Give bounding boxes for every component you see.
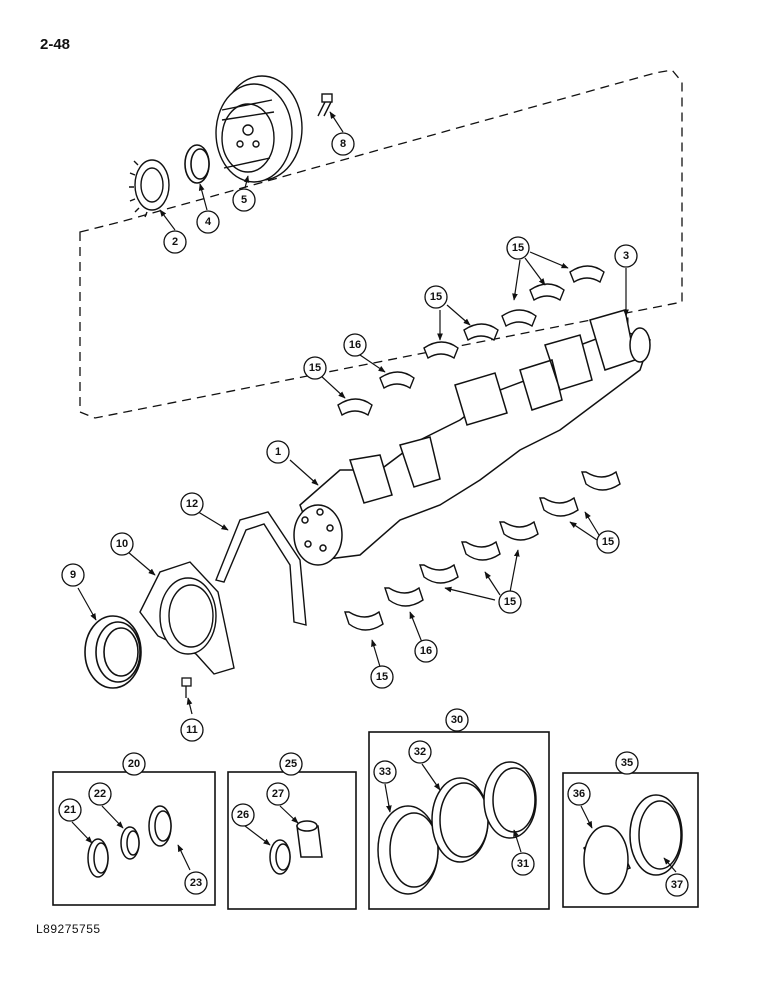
kit-box-25 (227, 771, 357, 910)
callout-15a: 15 (506, 236, 530, 260)
rear-seal-housing (139, 561, 235, 675)
svg-text:36: 36 (573, 788, 585, 800)
callout-25: 25 (279, 752, 303, 776)
svg-text:30: 30 (451, 714, 463, 726)
svg-text:2: 2 (172, 236, 178, 248)
leader-lines (71, 111, 677, 873)
figure-id: L89275755 (36, 922, 101, 936)
svg-text:15: 15 (512, 242, 524, 254)
callout-15f: 15 (370, 665, 394, 689)
svg-text:27: 27 (272, 788, 284, 800)
callout-15d: 15 (596, 530, 620, 554)
svg-text:26: 26 (237, 809, 249, 821)
rear-seal (84, 615, 142, 689)
callout-23: 23 (184, 871, 208, 895)
callout-33: 33 (373, 760, 397, 784)
callout-27: 27 (266, 782, 290, 806)
svg-text:8: 8 (340, 138, 346, 150)
callout-10: 10 (110, 532, 134, 556)
svg-text:31: 31 (517, 858, 529, 870)
callout-37: 37 (665, 873, 689, 897)
pulley-bolt (317, 93, 333, 117)
svg-text:35: 35 (621, 757, 633, 769)
svg-text:15: 15 (309, 362, 321, 374)
svg-text:25: 25 (285, 758, 297, 770)
upper-bearing-shells (337, 265, 605, 417)
svg-text:15: 15 (430, 291, 442, 303)
svg-text:16: 16 (349, 339, 361, 351)
svg-text:15: 15 (376, 671, 388, 683)
callout-1: 1 (266, 440, 290, 464)
crank-ring (184, 144, 210, 184)
svg-text:1: 1 (275, 446, 281, 458)
callout-12: 12 (180, 492, 204, 516)
svg-text:22: 22 (94, 788, 106, 800)
callout-5: 5 (232, 188, 256, 212)
svg-text:23: 23 (190, 877, 202, 889)
dashed-assembly-outline (79, 69, 683, 419)
svg-text:9: 9 (70, 569, 76, 581)
callout-26: 26 (231, 803, 255, 827)
svg-text:33: 33 (379, 766, 391, 778)
damper-pulley (215, 75, 303, 183)
svg-text:15: 15 (602, 536, 614, 548)
page-number: 2-48 (40, 36, 71, 53)
svg-text:15: 15 (504, 596, 516, 608)
callout-31: 31 (511, 852, 535, 876)
svg-text:37: 37 (671, 879, 683, 891)
callout-35: 35 (615, 751, 639, 775)
svg-text:3: 3 (623, 250, 629, 262)
callout-20: 20 (122, 752, 146, 776)
callout-22: 22 (88, 782, 112, 806)
callout-11: 11 (180, 718, 204, 742)
housing-screw (181, 677, 192, 698)
callout-15b: 15 (424, 285, 448, 309)
callout-9: 9 (61, 563, 85, 587)
kit-25-parts (269, 820, 323, 875)
kit-20-parts (87, 805, 172, 878)
kit-30-parts (377, 761, 537, 895)
svg-text:32: 32 (414, 746, 426, 758)
svg-text:12: 12 (186, 498, 198, 510)
svg-text:11: 11 (186, 724, 198, 736)
kit-35-parts (583, 794, 683, 895)
callout-32: 32 (408, 740, 432, 764)
callout-16a: 16 (343, 333, 367, 357)
lower-bearing-shells (344, 470, 621, 631)
callout-21: 21 (58, 798, 82, 822)
crank-gear (129, 159, 170, 218)
svg-text:16: 16 (420, 645, 432, 657)
callout-16b: 16 (414, 639, 438, 663)
callout-15e: 15 (498, 590, 522, 614)
kit-box-30 (368, 731, 550, 910)
callout-15c: 15 (303, 356, 327, 380)
svg-text:20: 20 (128, 758, 140, 770)
rear-cover-gasket (215, 511, 307, 626)
callout-8: 8 (331, 132, 355, 156)
callout-2: 2 (163, 230, 187, 254)
svg-text:10: 10 (116, 538, 128, 550)
callout-30: 30 (445, 708, 469, 732)
svg-text:4: 4 (205, 216, 212, 228)
svg-text:21: 21 (64, 804, 76, 816)
callout-3: 3 (614, 244, 638, 268)
callout-4: 4 (196, 210, 220, 234)
callouts: 2 4 5 8 3 15 15 16 15 1 12 10 9 11 15 15… (58, 132, 689, 897)
svg-text:5: 5 (241, 194, 247, 206)
crankshaft (293, 309, 651, 566)
callout-36: 36 (567, 782, 591, 806)
